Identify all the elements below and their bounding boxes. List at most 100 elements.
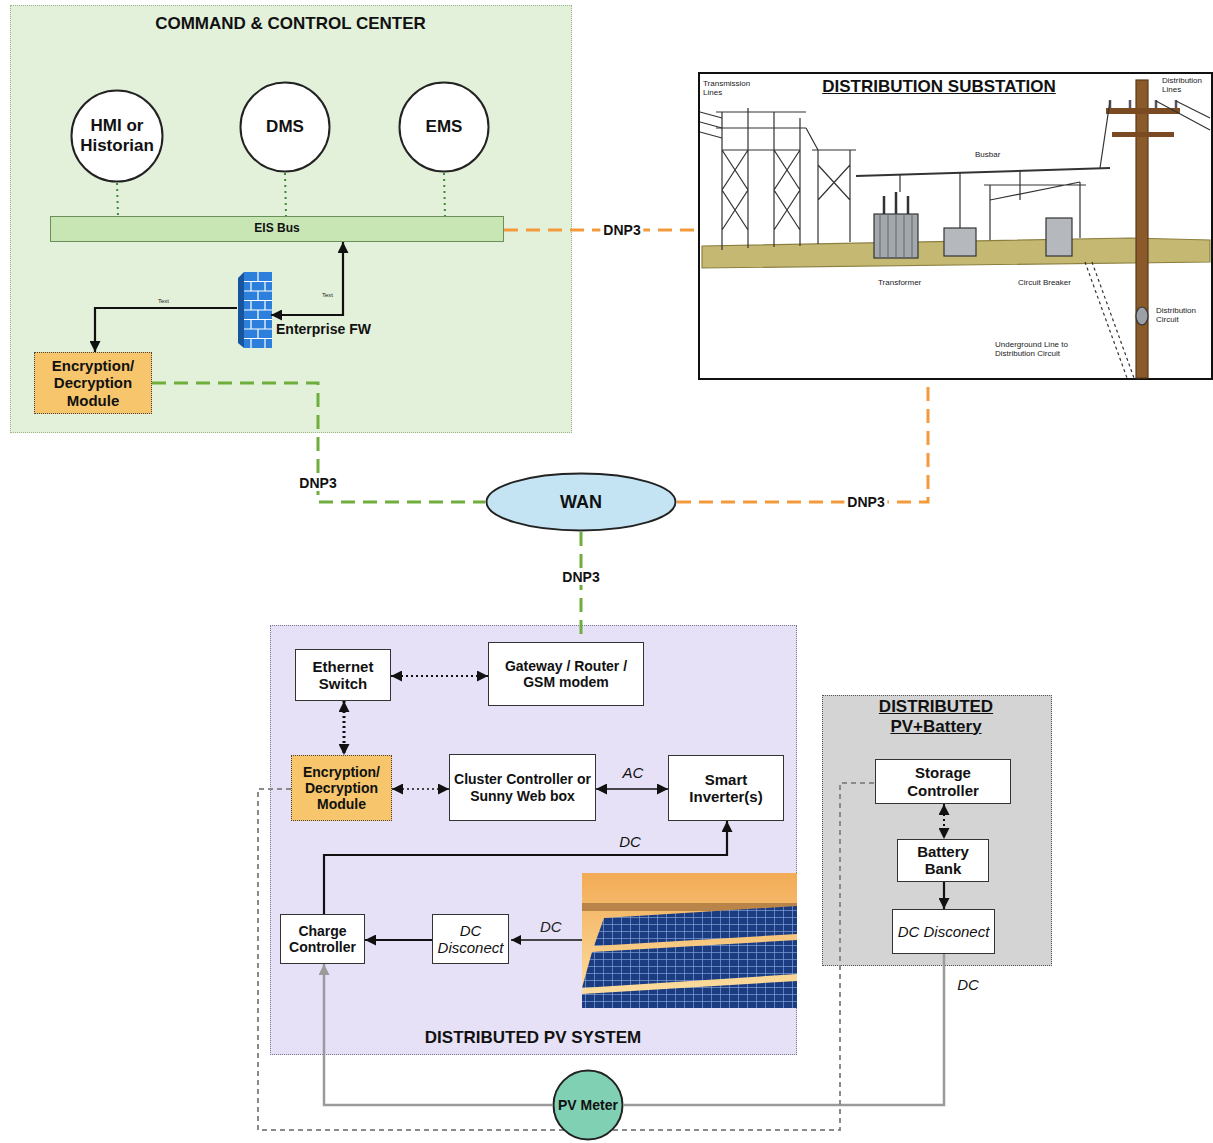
current-label: DC [540,918,562,935]
substation-illustration [944,228,976,256]
region-panel: COMMAND & CONTROL CENTER HMI or Historian… [10,5,572,433]
substation-illustration [874,214,918,258]
system-circle: DMS [239,81,331,173]
substation-illustration [856,168,1110,176]
node-label: EIS Bus [254,222,299,236]
circle-shape [72,91,163,182]
device-box: Charge Controller [280,914,365,964]
substation-illustration [1046,218,1072,256]
region-title: DISTRIBUTED PV SYSTEM [271,1028,795,1048]
system-circle: PV Meter [552,1069,624,1141]
dc-arrow [511,939,582,941]
part-label: Transformer [878,278,921,287]
protocol-label: DNP3 [600,222,643,238]
encryption-module: Encryption/ Decryption Module [34,352,152,414]
ellipse-shape [487,474,676,531]
substation-illustration [806,128,856,244]
part-label: Text [158,298,169,305]
current-label: AC [620,764,647,781]
connector [580,532,583,642]
connector [943,804,945,839]
firewall-icon [244,272,272,348]
device-box: Storage Controller [875,759,1011,804]
connector [258,783,875,1130]
connector [943,882,945,910]
bus-bar: EIS Bus [50,216,504,242]
substation-illustration [700,80,1210,378]
solar-panel-photo [582,873,797,1008]
system-circle: HMI or Historian [70,89,164,183]
node-label: Ethernet Switch [300,658,386,693]
substation-illustration [1136,307,1148,325]
node-label: Encryption/ Decryption Module [39,357,147,409]
connector [343,701,346,755]
substation-illustration [900,171,1020,228]
part-label: Distribution Circuit [1156,306,1206,324]
substation-illustration [716,108,806,250]
node-label: HMI or Historian [75,116,159,155]
region-panel: DISTRIBUTED PV+BatteryStorage Controller… [822,695,1052,966]
solar-panel-photo [582,981,797,1008]
firewall-node: Enterprise FW [237,271,271,347]
current-label: DC [616,833,644,850]
substation-illustration [700,112,722,138]
node-label: WAN [560,492,602,513]
substation-illustration [880,214,912,258]
firewall-icon [244,272,272,348]
encryption-module: Encryption/ Decryption Module [291,755,392,821]
solar-panel-photo [594,906,797,946]
part-label: Transmission Lines [703,79,759,97]
node-label: DC Disconect [437,922,504,957]
device-box: Battery Bank [897,839,989,882]
disconnect-box: DC Disconect [892,909,995,954]
connector [117,183,118,216]
region-title: COMMAND & CONTROL CENTER [11,14,570,34]
part-label: Distribution Lines [1162,76,1208,94]
circle-shape [554,1071,623,1140]
firewall-icon [238,272,244,348]
dc-arrow [511,940,582,941]
connector [95,308,237,352]
circle-shape [400,83,489,172]
node-label: Storage Controller [880,764,1006,799]
solar-panel-photo [582,940,797,988]
current-label: DC [954,976,982,993]
node-label: DC Disconect [898,923,990,940]
node-label: EMS [426,117,463,137]
connector [365,939,432,941]
part-label: Busbar [975,150,1000,159]
node-label: Battery Bank [902,843,984,878]
protocol-label: DNP3 [296,475,339,491]
connector [271,242,343,315]
disconnect-box: DC Disconect [432,914,509,964]
part-label: Underground Line to Distribution Circuit [995,340,1099,358]
connector [596,788,668,790]
firewall-label: Enterprise FW [276,321,371,337]
node-label: PV Meter [558,1097,618,1113]
connector [624,954,944,1105]
substation-illustration [1085,262,1134,378]
substation-illustration [884,192,908,214]
substation-illustration [1112,132,1174,137]
protocol-label: DNP3 [559,569,602,585]
substation-illustration [1106,108,1180,114]
node-label: Encryption/ Decryption Module [296,764,387,812]
connector [152,383,485,502]
device-box: Ethernet Switch [295,649,391,701]
protocol-label: DNP3 [844,494,887,510]
solar-panel-photo [582,873,797,1008]
node-label: Charge Controller [285,923,360,955]
region-title: DISTRIBUTION SUBSTATION [700,77,1178,97]
network-ellipse: WAN [485,472,677,532]
node-label: DMS [266,117,304,137]
part-label: Text [322,292,333,299]
device-box: Smart Inverter(s) [668,755,784,821]
connector [677,380,928,502]
node-label: Smart Inverter(s) [673,771,779,806]
connector [392,788,449,789]
device-box: Gateway / Router / GSM modem [488,642,644,706]
connector [391,675,488,677]
circle-shape [241,83,330,172]
region-title: DISTRIBUTED PV+Battery [861,697,1011,736]
